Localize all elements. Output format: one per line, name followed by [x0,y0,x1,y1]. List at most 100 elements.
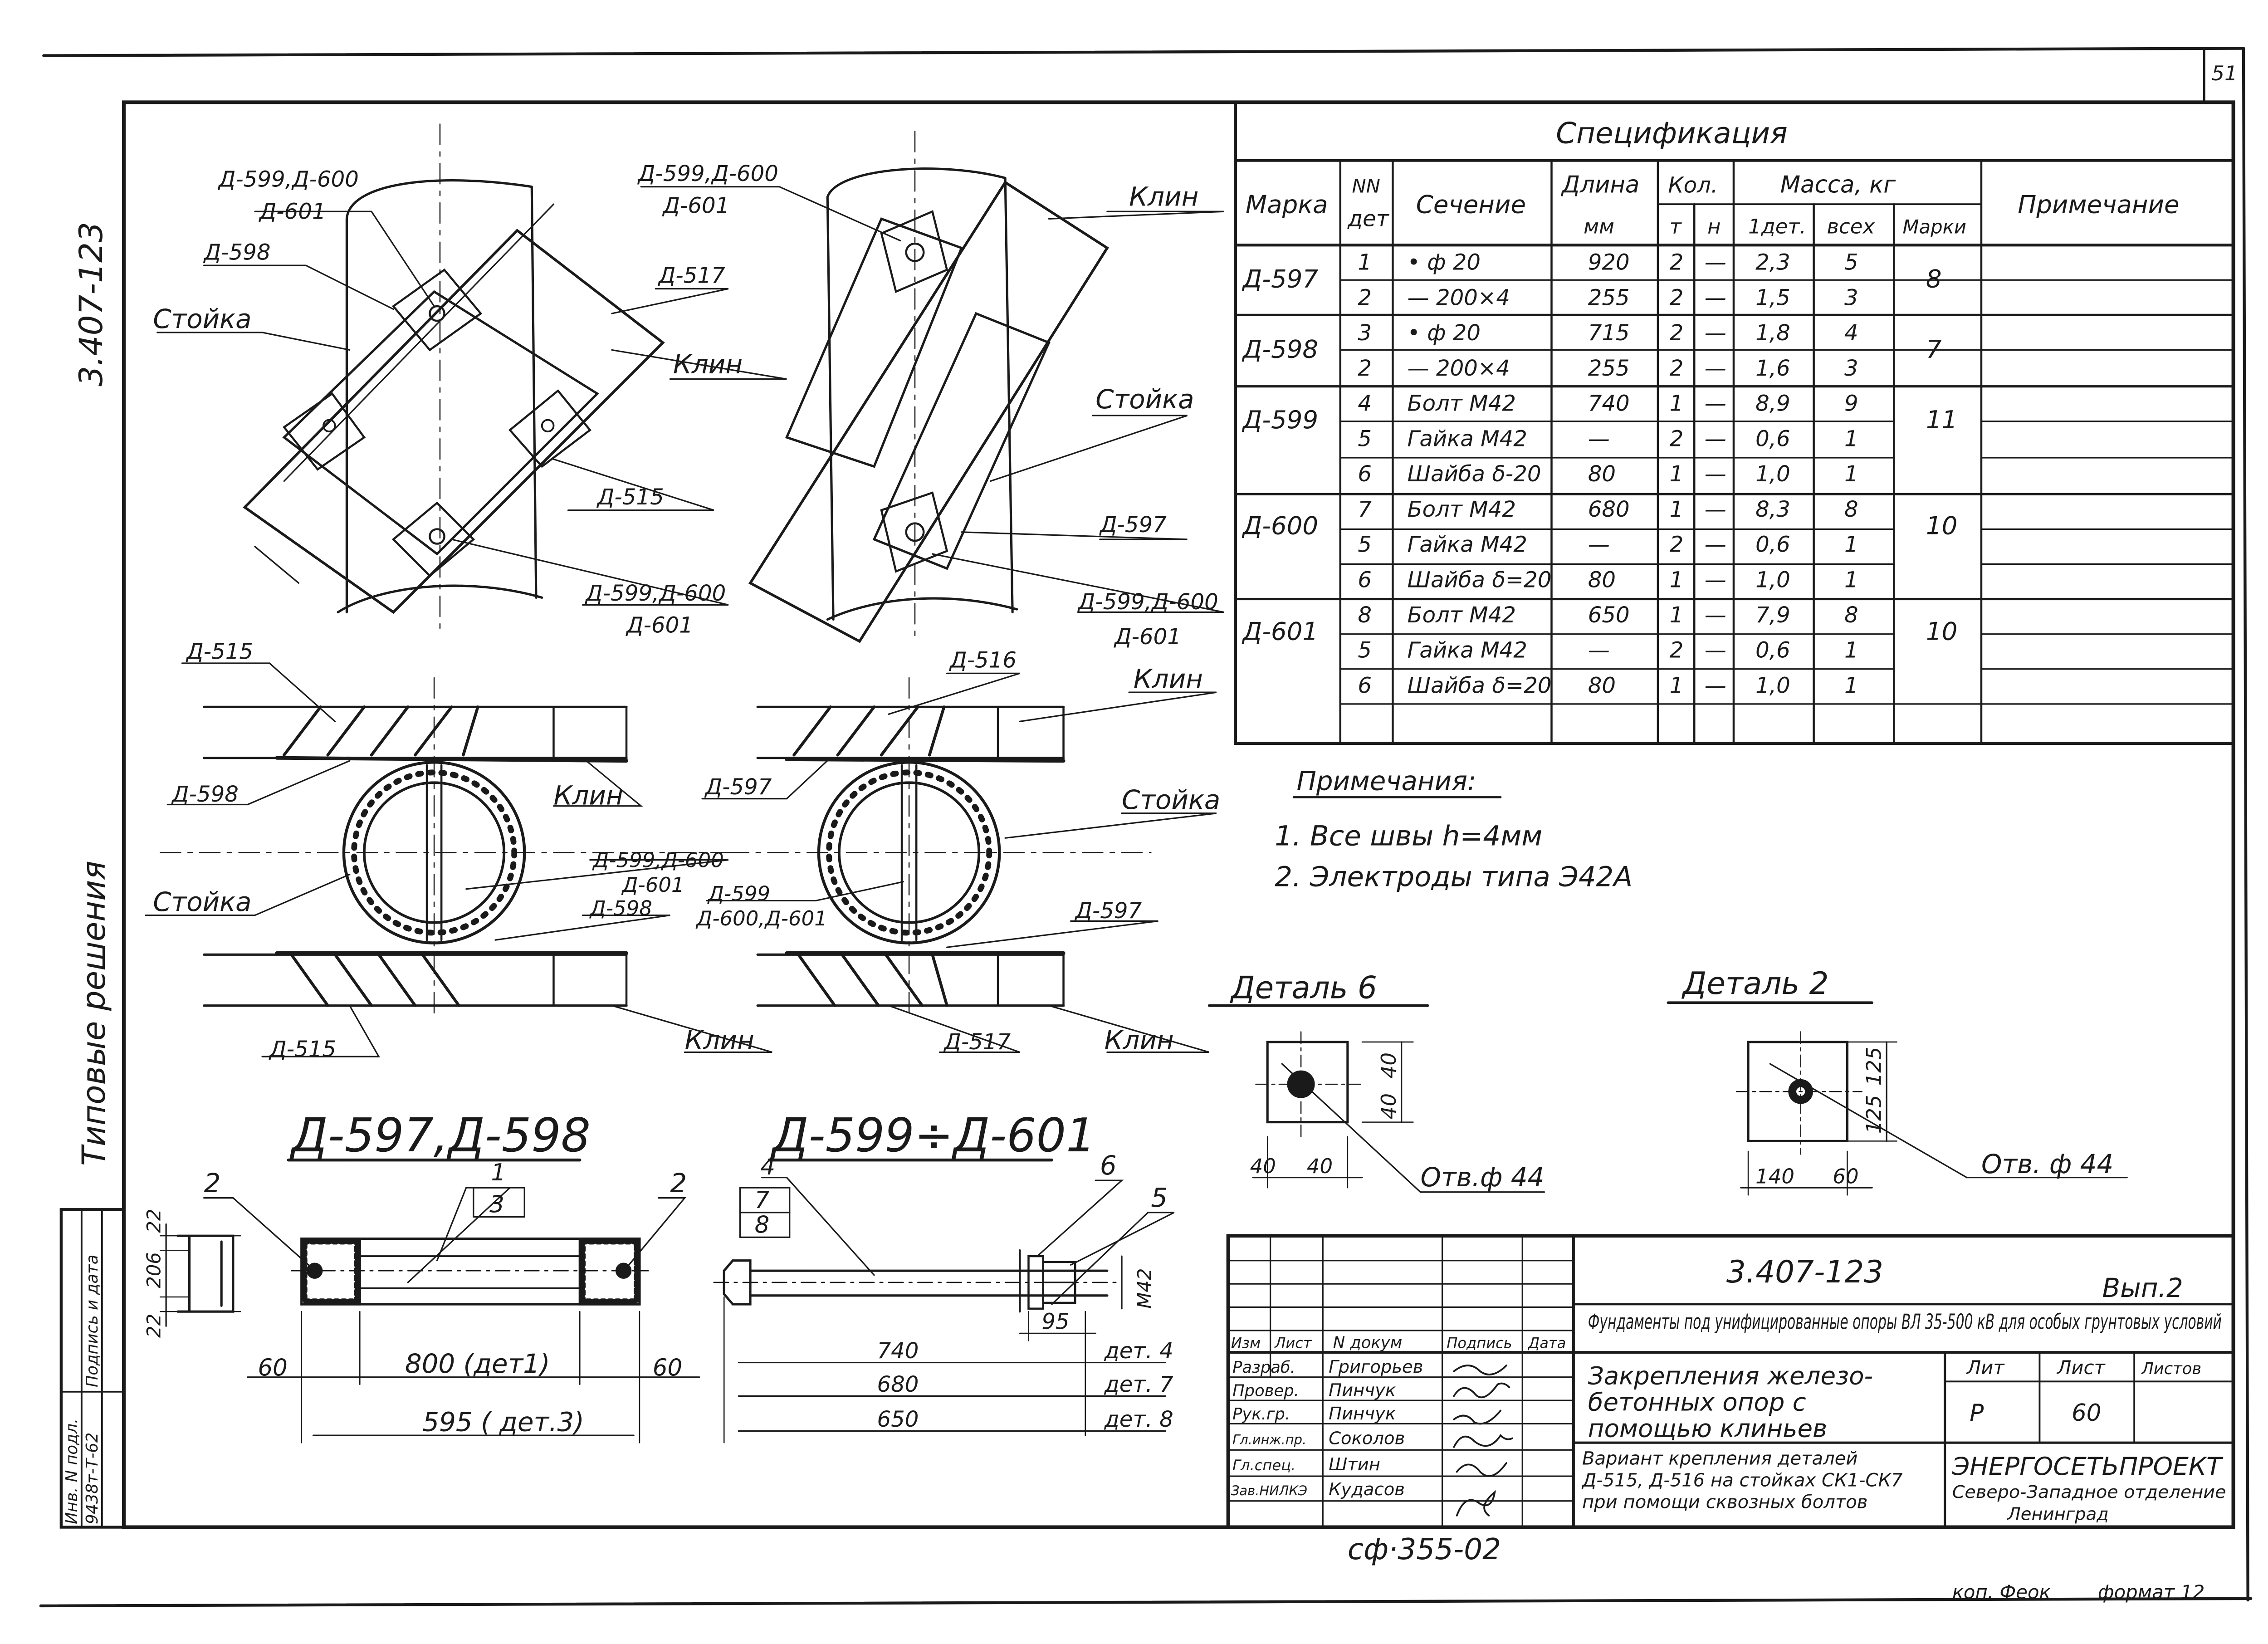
spec-cell-det: 1 [1358,250,1372,275]
tb-col-podp: Подпись [1447,1334,1512,1351]
tb-name-1: Пинчук [1329,1380,1396,1400]
spec-cell-m1: 8,9 [1755,391,1790,416]
tb-vyp: Вып.2 [2102,1272,2183,1303]
spec-cell-n: — [1705,391,1726,416]
stamp: сф·355-02 [1348,1532,1501,1566]
spec-cell-n: — [1705,461,1726,487]
spec-cell-dlina: 740 [1588,391,1630,416]
part597-callout-1: 1 [491,1159,506,1186]
spec-cell-m1: 1,0 [1755,673,1790,698]
tb-col-list: Лист [1274,1334,1312,1351]
spec-cell-sechenie: Шайба δ=20 [1408,567,1552,592]
spec-cell-mall: 1 [1844,567,1858,592]
tb-list-h: Лист [2056,1356,2106,1379]
spec-cell-t: 1 [1670,602,1684,628]
spec-cell-det: 4 [1358,391,1372,416]
spec-cell-m1: 1,6 [1755,356,1790,381]
spec-cell-det: 6 [1358,673,1372,698]
pr-d516: Д-516 [949,648,1017,673]
pr-stoika: Стойка [1122,784,1220,815]
part-d599: Д-599÷Д-601 [713,1109,1175,1443]
spec-cell-dlina: — [1588,532,1610,558]
spec-cell-mall: 3 [1844,356,1858,381]
spec-h-sechenie: Сечение [1416,190,1526,219]
part599-c4: 4 [761,1153,776,1180]
spec-cell-mass-marki: 10 [1926,617,1957,646]
spec-h-vsekh: всех [1827,214,1875,238]
spec-cell-mass-marki: 11 [1926,405,1957,434]
tr-d601: Д-601 [662,193,729,218]
spec-cell-det: 2 [1358,356,1372,381]
spec-cell-marka: Д-598 [1242,335,1319,364]
pr-d600-601: Д-600,Д-601 [695,906,827,930]
part599-len-650: 650 [877,1407,919,1432]
spec-cell-mall: 4 [1844,320,1858,346]
spec-cell-t: 2 [1670,250,1684,275]
spec-cell-m1: 2,3 [1755,250,1790,275]
tl-d601-b: Д-601 [626,612,693,638]
detail2-title: Деталь 2 [1681,965,1829,1001]
pl-klin-b: Клин [685,1025,754,1056]
part599-len-680: 680 [877,1372,919,1397]
tb-name-2: Пинчук [1329,1404,1396,1424]
detail2-hole: Отв. ф 44 [1981,1149,2113,1179]
tl-d599-600: Д-599,Д-600 [218,167,359,192]
tb-variant-l3: при помощи сквозных болтов [1582,1492,1868,1513]
spec-cell-mall: 8 [1844,497,1858,522]
spec-headers: Спецификация Марка NN дет Сечение Длина … [1246,116,2180,238]
spec-cell-det: 5 [1358,426,1372,451]
tb-role-4: Гл.спец. [1232,1457,1295,1474]
part599-labels: 4 7 8 6 5 95 М42 740 дет. 4 680 дет. 7 6… [755,1150,1173,1432]
tb-org2: Северо-Западное отделение [1952,1482,2226,1502]
inv-label-date: Подпись и дата [83,1255,102,1388]
spec-cell-t: 1 [1670,391,1684,416]
notes: Примечания: 1. Все швы h=4мм 2. Электрод… [1275,765,1633,893]
spec-cell-sechenie: Болт М42 [1408,602,1516,628]
part599-dim-95: 95 [1041,1309,1069,1335]
plan-right [701,672,1217,1053]
plan-left-labels: Д-515 Д-598 Клин Стойка Д-599,Д-600 Д-60… [153,639,754,1062]
tb-name-4: Штин [1329,1454,1380,1475]
spec-h-mm: мм [1584,214,1614,238]
spec-cell-det: 5 [1358,532,1372,558]
tl-d601: Д-601 [259,199,326,224]
part-d597: Д-597,Д-598 [160,1109,700,1443]
tb-subject-l2: бетонных опор с [1588,1388,1806,1417]
tb-role-5: Зав.НИЛКЭ [1231,1483,1307,1498]
left-margin: 3.407-123 Типовые решения [72,222,112,1166]
spec-cell-n: — [1705,532,1726,558]
tb-role-3: Гл.инж.пр. [1232,1432,1306,1447]
spec-cell-det: 2 [1358,285,1372,310]
part597-dim-60r: 60 [653,1354,682,1381]
spec-cell-m1: 0,6 [1755,532,1790,558]
spec-cell-dlina: — [1588,638,1610,663]
note-2: 2. Электроды типа Э42А [1275,861,1633,893]
spec-h-dlina: Длина [1561,171,1639,199]
spec-cell-n: — [1705,320,1726,346]
spec-cell-sechenie: • ф 20 [1408,250,1481,275]
spec-cell-dlina: 255 [1588,356,1630,381]
tr-d599-600-b: Д-599,Д-600 [1077,589,1218,615]
spec-cell-mall: 1 [1844,638,1858,663]
spec-cell-sechenie: Шайба δ-20 [1408,461,1541,487]
plan-right-labels: Д-516 Клин Д-597 Стойка Д-599 Д-600,Д-60… [695,648,1220,1056]
tb-lit: Р [1970,1399,1984,1427]
spec-cell-t: 2 [1670,356,1684,381]
spec-table [1234,100,2235,745]
part597-callout-3: 3 [489,1191,504,1218]
part597-title: Д-597,Д-598 [289,1109,591,1163]
detail6-dim-v1: 40 [1377,1052,1401,1078]
tb-role-1: Провер. [1232,1381,1299,1400]
pl-d515-b: Д-515 [269,1037,336,1062]
footer-format: формат 12 [2098,1581,2205,1603]
part597-dim-22a: 22 [142,1209,165,1233]
spec-cell-mass-marki: 7 [1926,335,1942,364]
spec-cell-mass-marki: 10 [1926,511,1957,540]
spec-cell-mall: 1 [1844,673,1858,698]
sheet-number: 51 [2211,61,2237,85]
spec-cell-t: 2 [1670,426,1684,451]
part597-callout-2r: 2 [670,1168,687,1199]
title-block-text: 3.407-123 Вып.2 Фундаменты под унифициро… [1231,1254,2226,1525]
spec-cell-det: 6 [1358,461,1372,487]
